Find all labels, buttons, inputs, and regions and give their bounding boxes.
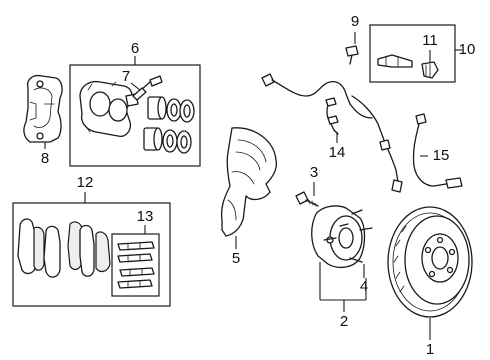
- abs-sensor-15-illustration: [351, 95, 463, 193]
- abs-sensor-harness-14-illustration: [261, 73, 373, 135]
- callout-1: 1: [426, 341, 434, 358]
- bolt-9-illustration: [345, 45, 359, 65]
- caliper-bracket-illustration: [23, 74, 63, 143]
- hardware-kit-box: [111, 233, 160, 297]
- callout-7: 7: [122, 68, 130, 85]
- callout-13: 13: [137, 208, 154, 225]
- callout-11: 11: [422, 32, 438, 49]
- callout-9: 9: [351, 13, 359, 30]
- wheel-studs-illustration: [323, 209, 373, 263]
- pin-boot-illustration: [421, 61, 439, 79]
- callout-10: 10: [459, 41, 476, 58]
- pad-clips-illustration: [117, 241, 155, 289]
- caliper-illustration: [79, 80, 139, 137]
- splash-shield-illustration: [220, 127, 278, 237]
- callout-15: 15: [433, 147, 450, 164]
- callout-12: 12: [77, 174, 94, 191]
- pistons-and-seals-illustration: [143, 96, 195, 154]
- callout-6: 6: [131, 40, 139, 57]
- guide-pin-kit-box: [369, 24, 456, 83]
- bleeder-screw-illustration: [132, 75, 163, 101]
- leader-7: [130, 82, 141, 91]
- callout-14: 14: [329, 144, 346, 161]
- guide-pin-illustration: [377, 54, 413, 68]
- hub-bolt-illustration: [295, 191, 319, 207]
- brake-rotor-illustration: [387, 206, 473, 318]
- brake-pads-illustration: [17, 218, 111, 278]
- callout-8: 8: [41, 150, 49, 167]
- callout-4: 4: [360, 278, 368, 295]
- pads-kit-box: [12, 202, 171, 307]
- hub-bearing-illustration: [311, 205, 366, 269]
- callout-2: 2: [340, 313, 348, 330]
- callout-3: 3: [310, 164, 318, 181]
- callout-5: 5: [232, 250, 240, 267]
- leader-2: [319, 262, 367, 312]
